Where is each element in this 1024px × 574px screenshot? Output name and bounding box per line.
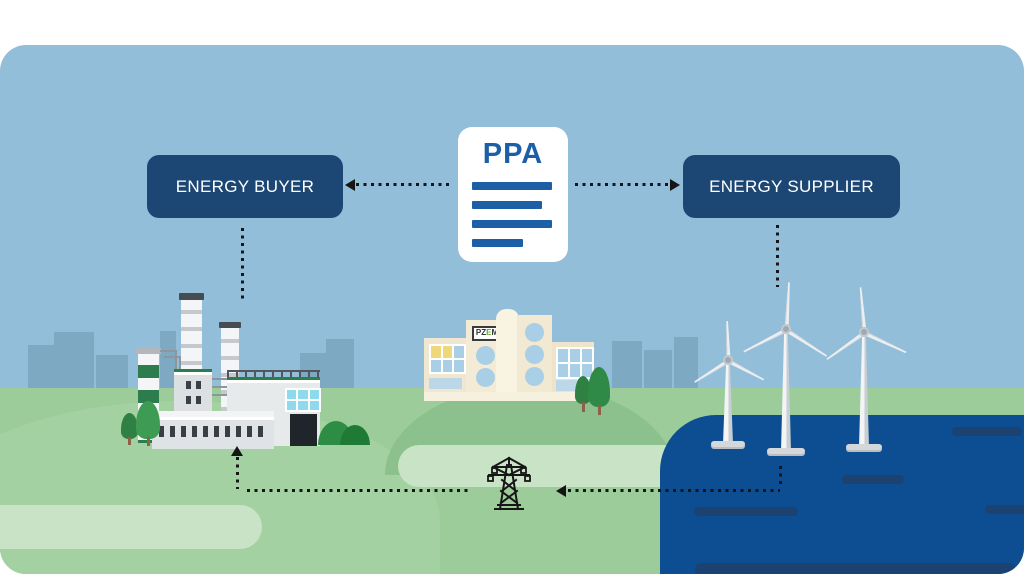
arrowhead-to-supplier — [670, 179, 680, 191]
office-tower-right — [517, 315, 552, 399]
arrowhead-to-buyer — [345, 179, 355, 191]
energy-buyer-label: ENERGY BUYER — [175, 176, 315, 196]
wave-stripe — [842, 475, 904, 484]
arrowhead-to-factory — [231, 446, 243, 456]
dotted-line-tower-to-factory — [247, 489, 469, 492]
energy-supplier-box: ENERGY SUPPLIER — [683, 155, 900, 218]
dotted-line-up-to-factory — [236, 457, 239, 489]
roof-railing — [227, 370, 320, 377]
window-pane-lit — [442, 346, 453, 358]
turbine-hub — [859, 327, 869, 337]
factory-window-grid — [285, 388, 321, 412]
tree-trunk — [147, 437, 150, 446]
tree — [575, 376, 591, 404]
office-left-wing — [424, 338, 467, 399]
window-pane — [570, 349, 580, 362]
factory-windows — [159, 426, 267, 437]
document-line — [472, 182, 552, 190]
wave-stripe — [985, 505, 1024, 514]
transmission-tower-icon — [487, 456, 531, 511]
window-pane — [558, 364, 568, 377]
turbine-hub — [781, 324, 791, 334]
turbine-base — [846, 444, 882, 450]
window-pane — [454, 360, 464, 372]
document-line — [472, 220, 552, 228]
ppa-title: PPA — [482, 138, 544, 170]
window-pane — [582, 349, 592, 362]
office-window-band — [556, 380, 590, 391]
energy-buyer-box: ENERGY BUYER — [147, 155, 343, 218]
document-line — [472, 201, 542, 209]
grass-light-band — [0, 505, 262, 549]
window-pane — [431, 360, 441, 372]
office-base — [424, 392, 594, 401]
window-pane — [287, 401, 297, 410]
pzem-sign: PZEM — [472, 326, 502, 341]
factory-windows — [196, 381, 201, 433]
turbine-hub — [723, 355, 733, 365]
tree — [121, 413, 138, 439]
window-pane — [309, 390, 319, 399]
window-pane-lit — [431, 346, 441, 358]
tree-trunk — [598, 405, 601, 415]
turbine-base — [711, 441, 745, 447]
document-line — [472, 239, 523, 247]
window-pane — [442, 360, 453, 372]
round-window — [525, 367, 544, 386]
office-right-wing — [552, 342, 594, 399]
round-window — [525, 323, 544, 342]
dotted-line-buyer-to-factory — [241, 228, 244, 301]
turbine-tower — [859, 332, 869, 447]
office-window-grid — [429, 344, 466, 374]
sea — [660, 415, 1024, 574]
factory-windows — [186, 381, 191, 433]
factory-front-building — [152, 411, 274, 449]
window-pane — [558, 349, 568, 362]
tree — [136, 401, 160, 439]
office-center-pillar — [496, 309, 519, 399]
skyline-building — [160, 331, 176, 401]
illustration-canvas: PZEM — [0, 45, 1024, 574]
turbine-base — [767, 448, 805, 454]
chimney-cap — [136, 348, 161, 354]
office-window-band — [429, 378, 462, 389]
round-window — [476, 368, 495, 387]
wave-stripe — [694, 507, 798, 516]
arrowhead-to-tower — [556, 485, 566, 497]
window-pane — [454, 346, 464, 358]
chimney-cap — [219, 322, 241, 328]
window-pane — [582, 364, 592, 377]
chimney-cap — [179, 293, 204, 300]
round-window — [525, 345, 544, 364]
turbine-tower — [781, 329, 791, 451]
dotted-line-ppa-to-buyer — [356, 183, 452, 186]
tree-trunk — [582, 402, 585, 412]
window-pane — [309, 401, 319, 410]
wave-stripe — [695, 563, 1015, 574]
window-pane — [287, 390, 297, 399]
bush — [340, 425, 370, 445]
dotted-line-supplier-to-windfarm — [776, 225, 779, 287]
round-window — [476, 346, 495, 365]
dotted-line-windfarm-down — [779, 466, 782, 488]
dotted-line-ppa-to-supplier — [575, 183, 669, 186]
window-pane — [570, 364, 580, 377]
tree — [588, 367, 610, 407]
energy-supplier-label: ENERGY SUPPLIER — [709, 176, 874, 196]
ppa-contract-card: PPA — [458, 127, 568, 262]
factory-door — [290, 414, 317, 446]
turbine-tower — [723, 360, 733, 444]
office-window-grid — [556, 347, 594, 379]
wave-stripe — [952, 427, 1022, 436]
dotted-line-windfarm-to-tower — [568, 489, 780, 492]
window-pane — [298, 390, 308, 399]
window-pane — [298, 401, 308, 410]
tree-trunk — [128, 437, 131, 445]
